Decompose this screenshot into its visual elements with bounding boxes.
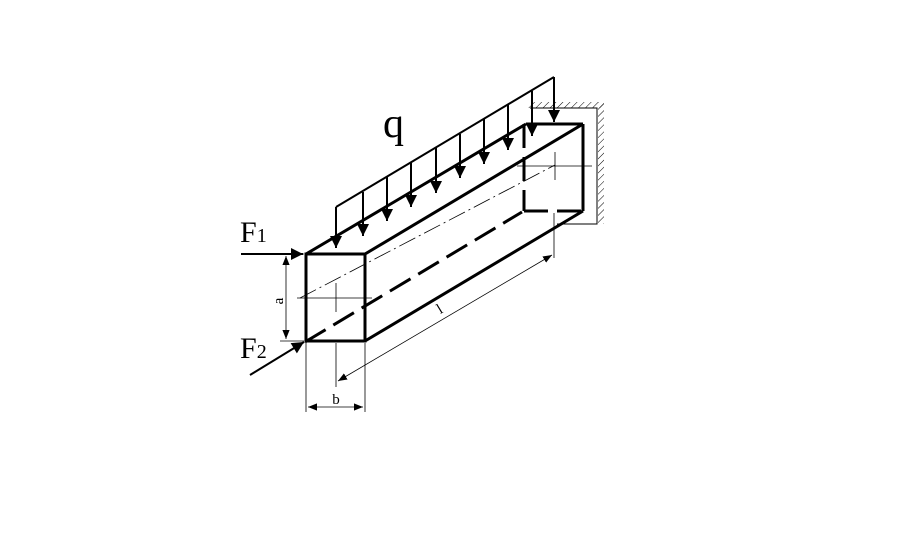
dimension-label-a: a: [271, 297, 287, 304]
dimension-label-l: l: [434, 302, 446, 318]
force-f1-subscript: 1: [257, 225, 267, 247]
distributed-load: [330, 76, 560, 248]
beam-axis: [297, 152, 592, 312]
dimension-a: [280, 253, 304, 342]
force-label-f2: F2: [240, 332, 267, 365]
load-label-q: q: [383, 101, 404, 147]
force-f1-letter: F: [240, 216, 257, 249]
force-f2-letter: F: [240, 332, 257, 365]
wall-support: [528, 102, 604, 225]
beam-hidden-edges: [304, 124, 582, 344]
beam-visible-edges: [304, 122, 585, 343]
force-f2-subscript: 2: [257, 341, 267, 363]
force-f2-arrow: [249, 341, 305, 376]
dimension-label-b: b: [332, 392, 340, 408]
force-label-f1: F1: [240, 216, 267, 249]
dimension-l: [335, 213, 555, 387]
